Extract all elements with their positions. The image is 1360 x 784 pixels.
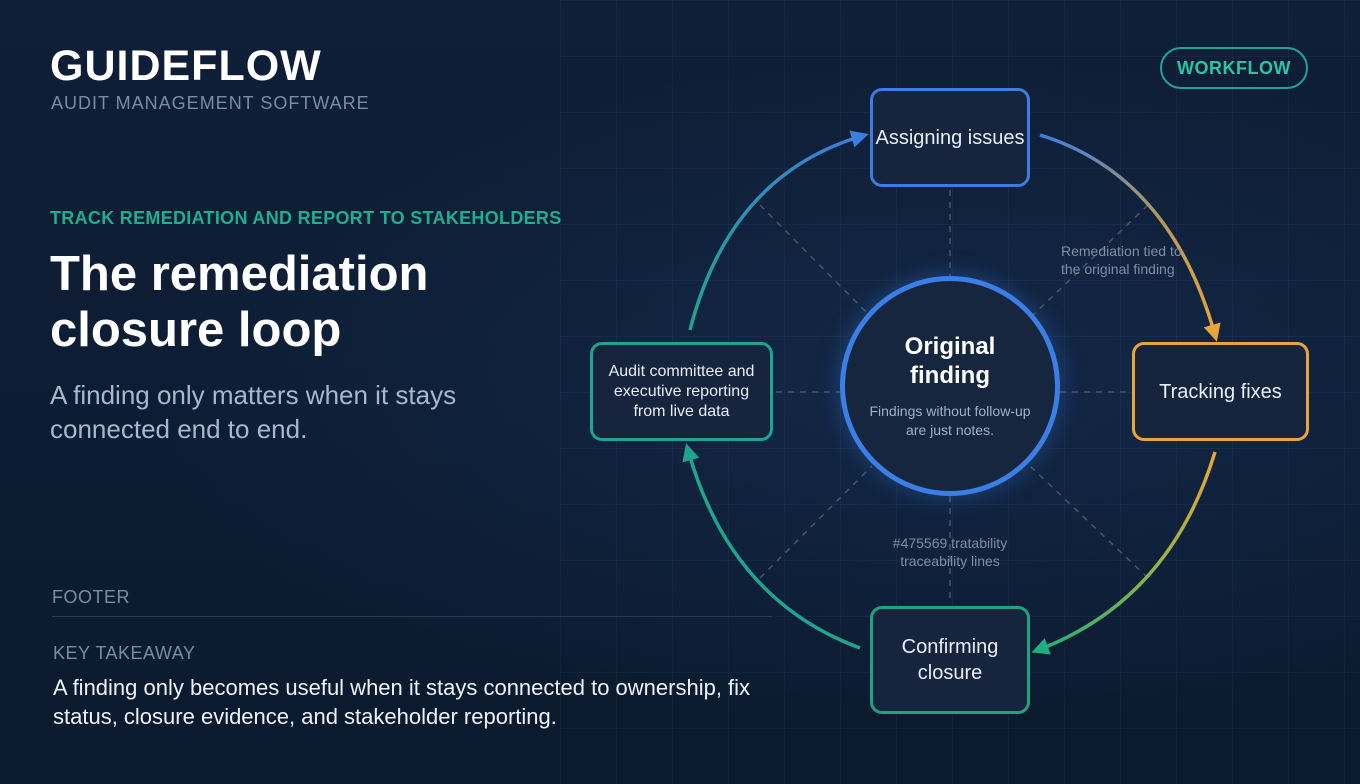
center-subtitle: Findings without follow-up are just note…: [869, 403, 1031, 438]
brand-tagline: AUDIT MANAGEMENT SOFTWARE: [51, 93, 370, 113]
arrow-closure-to-report: [682, 443, 861, 650]
traceability-lines: [759, 190, 1149, 604]
arrow-assign-to-track: [1039, 133, 1221, 342]
node-assigning-issues: Assigning issues: [870, 88, 1030, 187]
workflow-badge: WORKFLOW: [1160, 47, 1308, 89]
page-title: The remediation closure loop: [50, 247, 429, 357]
section-kicker: TRACK REMEDIATION AND REPORT TO STAKEHOL…: [50, 208, 562, 228]
footer-label: FOOTER: [52, 587, 130, 607]
takeaway-label: KEY TAKEAWAY: [53, 643, 196, 663]
page-subtitle: A finding only matters when it stays con…: [50, 380, 457, 444]
note-traceability-lines: #475569 tratability traceability lines: [892, 535, 1008, 569]
takeaway-text: A finding only becomes useful when it st…: [53, 675, 751, 729]
note-remediation-tied: Remediation tied to the original finding: [1061, 243, 1182, 277]
node-tracking-fixes: Tracking fixes: [1132, 342, 1309, 441]
arrow-track-to-closure: [1031, 451, 1217, 655]
arrow-report-to-assign: [688, 130, 869, 331]
center-original-finding: Original finding Findings without follow…: [840, 276, 1060, 496]
node-stakeholder-reporting: Audit committee and executive reporting …: [590, 342, 773, 441]
brand-logo: GUIDEFLOW: [50, 42, 322, 90]
node-confirming-closure: Confirming closure: [870, 606, 1030, 714]
footer-divider: [52, 616, 772, 617]
center-title: Original finding: [904, 333, 996, 389]
